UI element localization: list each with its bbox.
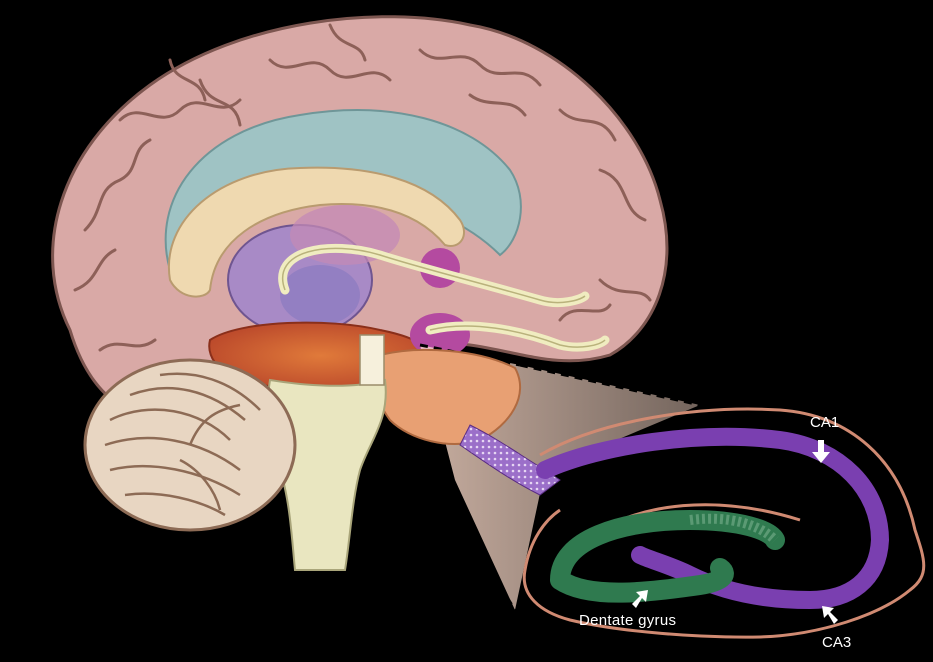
arrow-ca3-icon [822,606,838,624]
label-ca3: CA3 [822,634,851,651]
pituitary-stalk [360,335,384,385]
cerebellum [85,360,295,530]
label-dentate-gyrus: Dentate gyrus [579,612,676,629]
label-ca1: CA1 [810,414,839,431]
